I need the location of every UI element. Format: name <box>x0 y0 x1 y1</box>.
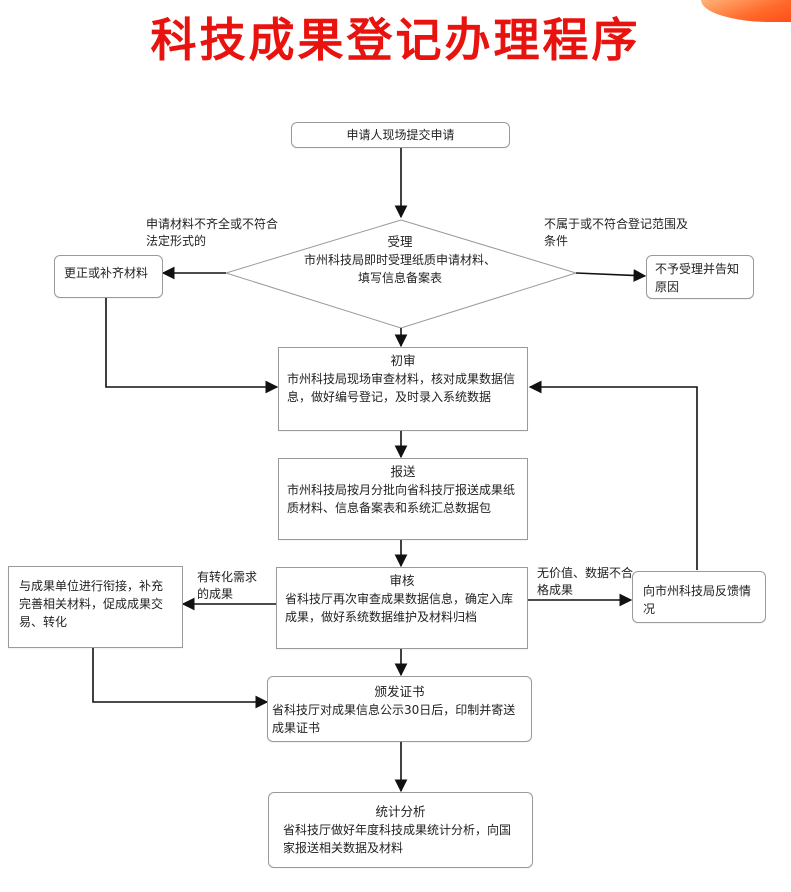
node-review-head: 审核 <box>389 573 415 588</box>
node-feedback: 向市州科技局反馈情况 <box>632 571 766 623</box>
node-reject: 不予受理并告知原因 <box>646 255 754 299</box>
node-submit-head: 报送 <box>390 464 416 479</box>
node-correct: 更正或补齐材料 <box>54 255 163 298</box>
edge-feedback-initial <box>528 380 698 570</box>
node-initial-body: 市州科技局现场审查材料，核对成果数据信息，做好编号登记，及时录入系统数据 <box>287 372 516 404</box>
label-no-value: 无价值、数据不合格成果 <box>537 566 634 597</box>
node-stats-body: 省科技厅做好年度科技成果统计分析，向国家报送相关数据及材料 <box>283 823 512 855</box>
node-accept: 受理 市州科技局即时受理纸质申请材料、填写信息备案表 <box>300 233 500 287</box>
node-feedback-text: 向市州科技局反馈情况 <box>643 584 752 616</box>
node-accept-body: 市州科技局即时受理纸质申请材料、填写信息备案表 <box>303 253 496 285</box>
edge-correct-initial <box>105 298 279 394</box>
node-certificate-head: 颁发证书 <box>374 684 425 699</box>
node-transform-text: 与成果单位进行衔接，补充完善相关材料，促成成果交易、转化 <box>19 579 164 629</box>
edge-transform-certificate <box>92 648 269 709</box>
node-stats: 统计分析 省科技厅做好年度科技成果统计分析，向国家报送相关数据及材料 <box>268 792 533 868</box>
node-submit: 报送 市州科技局按月分批向省科技厅报送成果纸质材料、信息备案表和系统汇总数据包 <box>278 458 528 540</box>
label-has-demand: 有转化需求的成果 <box>197 570 258 601</box>
node-submit-body: 市州科技局按月分批向省科技厅报送成果纸质材料、信息备案表和系统汇总数据包 <box>287 483 516 515</box>
node-review: 审核 省科技厅再次审查成果数据信息，确定入库成果，做好系统数据维护及材料归档 <box>276 567 528 649</box>
edge-accept-reject <box>575 269 647 282</box>
node-certificate: 颁发证书 省科技厅对成果信息公示30日后，印制并寄送成果证书 <box>267 676 532 742</box>
node-accept-head: 受理 <box>387 234 413 249</box>
node-stats-head: 统计分析 <box>375 804 426 819</box>
node-initial: 初审 市州科技局现场审查材料，核对成果数据信息，做好编号登记，及时录入系统数据 <box>278 347 528 431</box>
label-incomplete: 申请材料不齐全或不符合法定形式的 <box>146 217 279 248</box>
node-transform: 与成果单位进行衔接，补充完善相关材料，促成成果交易、转化 <box>8 566 183 648</box>
node-initial-head: 初审 <box>390 353 416 368</box>
node-apply: 申请人现场提交申请 <box>291 122 510 148</box>
label-out-of-scope: 不属于或不符合登记范围及条件 <box>544 217 689 248</box>
node-correct-text: 更正或补齐材料 <box>64 266 149 280</box>
page-title: 科技成果登记办理程序 <box>150 13 641 67</box>
node-reject-text: 不予受理并告知原因 <box>655 262 740 294</box>
node-review-body: 省科技厅再次审查成果数据信息，确定入库成果，做好系统数据维护及材料归档 <box>285 592 514 624</box>
node-certificate-body: 省科技厅对成果信息公示30日后，印制并寄送成果证书 <box>272 703 516 735</box>
node-apply-text: 申请人现场提交申请 <box>346 128 455 142</box>
